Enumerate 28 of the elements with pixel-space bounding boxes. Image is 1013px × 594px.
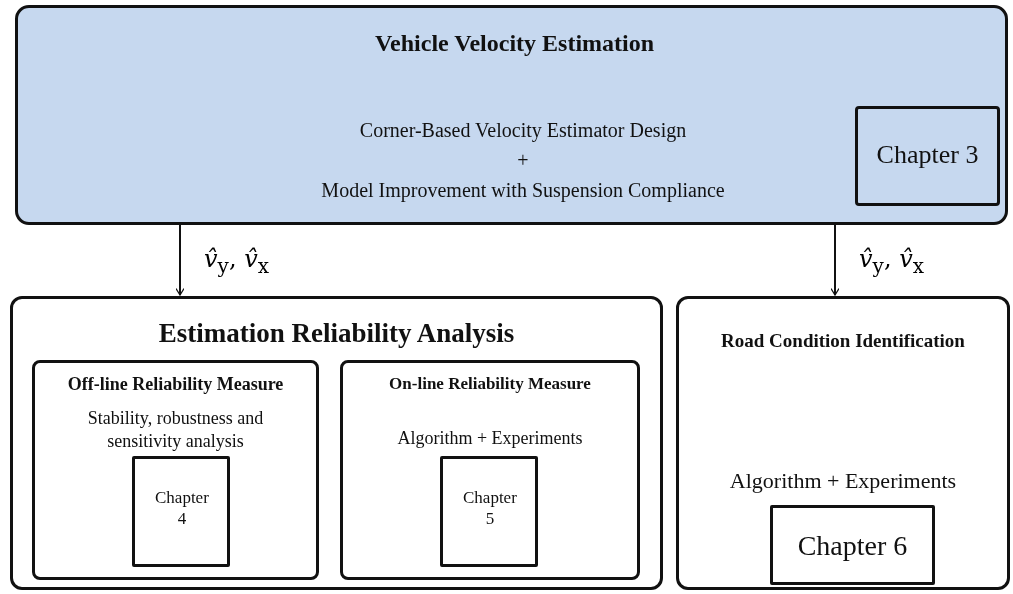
chapter-box <box>440 456 538 567</box>
box-heading: Off-line Reliability Measure <box>67 373 284 396</box>
edge-label: v̂$_{y}$, v̂$_{x}$ <box>857 245 926 278</box>
chapter-box <box>770 505 935 585</box>
box-heading: Road Condition Identification <box>721 329 965 353</box>
box-heading: Vehicle Velocity Estimation <box>374 29 655 58</box>
arrow <box>175 224 185 296</box>
box-text: + <box>517 148 529 173</box>
chapter-label: Chapter 4 <box>155 487 209 530</box>
chapter-label: Chapter 5 <box>463 487 517 530</box>
arrow <box>830 224 840 296</box>
process-box <box>15 5 1008 225</box>
chapter-box <box>132 456 230 567</box>
box-heading: On-line Reliability Measure <box>389 373 591 395</box>
sub-process-box <box>32 360 319 580</box>
box-text: Model Improvement with Suspension Compliance <box>321 178 725 203</box>
chapter-label: Chapter 6 <box>797 529 908 563</box>
box-text: Algorithm + Experiments <box>397 427 583 450</box>
sub-process-box <box>340 360 640 580</box>
box-text: Estimation Reliability Analysis <box>158 317 515 350</box>
box-text: Algorithm + Experiments <box>729 467 957 495</box>
process-box <box>676 296 1010 590</box>
chapter-box <box>855 106 1000 206</box>
edge-label: v̂$_{y}$, v̂$_{x}$ <box>202 245 271 278</box>
box-text: Corner-Based Velocity Estimator Design <box>359 118 687 143</box>
process-box <box>10 296 663 590</box>
box-text: Stability, robustness and sensitivity analysis <box>86 407 265 452</box>
chapter-label: Chapter 3 <box>876 139 979 171</box>
